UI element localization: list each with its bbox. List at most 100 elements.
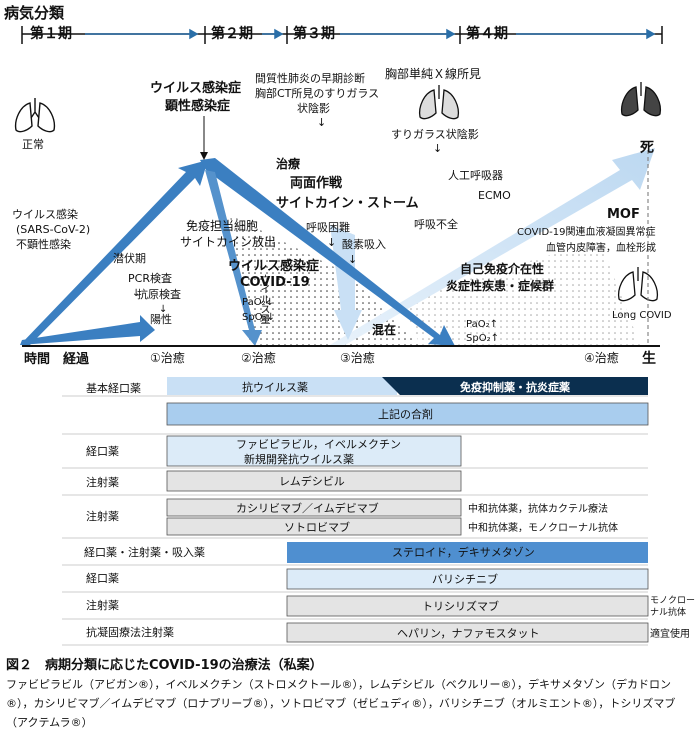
stage-arrows	[85, 28, 656, 40]
symptomatic-line2: 顕性感染症	[165, 98, 230, 114]
normal-label: 正常	[22, 138, 44, 151]
recovery-light-arrow	[330, 148, 655, 345]
stage-3-label: 第３期	[293, 25, 335, 42]
remdesivir-bar	[166, 470, 462, 492]
treat-line3: サイトカイン・ストーム	[276, 196, 419, 211]
tocilizumab-label: トリシリズマブ	[422, 599, 499, 613]
ggo-arrow: ↓	[433, 142, 442, 155]
stage-axis-title: 病気分類	[4, 4, 65, 22]
row8-category: 注射薬	[86, 598, 119, 612]
xray-label: 胸部単純Ｘ線所見	[385, 66, 481, 81]
combination-bar-label: 上記の合剤	[378, 407, 433, 421]
antigen-label: 抗原検査	[137, 287, 181, 301]
ecmo-label: ECMO	[478, 189, 511, 202]
mof-line2: 血管内皮障害，血栓形成	[546, 241, 656, 254]
baricitinib-bar	[286, 568, 649, 590]
immune-line1: 免疫担当細胞	[186, 218, 258, 233]
infection-arrow	[20, 160, 208, 345]
covid-line2: COVID-19	[240, 275, 310, 290]
autoimmune-line2: 炎症性疾患・症候群	[446, 278, 554, 293]
death-label: 死	[639, 140, 654, 156]
ct-line3: 状陰影	[297, 101, 330, 115]
casirivimab-label: カシリビマブ／イムデビマブ	[236, 501, 379, 515]
tocilizumab-note1: モノクロー	[650, 595, 695, 606]
oral-antiviral-bar	[166, 435, 462, 467]
treat-line2: 両面作戦	[290, 175, 343, 191]
oral-antiviral-label2: 新規開発抗ウイルス薬	[244, 452, 354, 466]
heparin-note: 適宜使用	[650, 627, 690, 640]
cure-point-3: ③治癒	[340, 350, 375, 365]
heparin-bar	[286, 622, 649, 643]
oxygen-label: 酸素吸入	[342, 237, 386, 251]
remdesivir-label: レムデシビル	[279, 474, 345, 488]
symptomatic-line1: ウイルス感染症	[150, 80, 241, 96]
infection-line1: ウイルス感染	[12, 207, 78, 221]
row6-category: 経口薬・注射薬・吸入薬	[84, 545, 205, 559]
long-covid-label: Long COVID	[612, 310, 672, 321]
ggo-label: すりガラス状陰影	[391, 127, 479, 141]
mild-arrow	[205, 170, 262, 346]
figure-caption-text: ファビピラビル（アビガン®），イベルメクチン（ストロメクトール®），レムデシビル…	[6, 678, 676, 729]
severe-arrow	[200, 158, 455, 346]
pcr-arrow: ↓	[132, 288, 140, 299]
incubation-label: 潜伏期	[113, 251, 146, 265]
row9-category: 抗凝固療法注射薬	[86, 625, 174, 639]
time-course-label: 時間 経過	[24, 351, 90, 367]
asymptomatic-arrow	[20, 315, 155, 345]
steroid-label: ステロイド，デキサメタゾン	[392, 545, 535, 559]
stage-1-label: 第１期	[30, 25, 72, 42]
spo2-up: SpO₂↑	[466, 333, 499, 344]
pao2-down: PaO₂↓	[242, 297, 274, 308]
figure-caption-title: 図２ 病期分類に応じたCOVID-19の治療法（私案）	[6, 658, 323, 673]
infection-line2: (SARS-CoV-2)	[16, 223, 90, 236]
ct-arrow: ↓	[317, 116, 326, 129]
dotted-region	[230, 215, 420, 345]
row3-category: 経口薬	[86, 445, 119, 458]
mof-label: MOF	[607, 207, 640, 222]
baricitinib-label: バリシチニブ	[432, 572, 498, 586]
sotrovimab-bar	[166, 517, 462, 536]
sotrovimab-note: 中和抗体薬，モノクローナル抗体	[468, 521, 618, 534]
long-covid-lung-icon	[617, 267, 659, 302]
dyspnea-arrow: ↓	[327, 236, 336, 249]
resp-failure-label: 呼吸不全	[414, 217, 458, 231]
tocilizumab-note2: ナル抗体	[650, 606, 686, 618]
immuno-bar-label: 免疫抑制薬・抗炎症薬	[460, 380, 571, 394]
normal-lung-icon	[14, 98, 56, 133]
antigen-arrow: ↓	[159, 304, 167, 315]
antiviral-bar	[167, 377, 397, 395]
therapy-table	[62, 395, 648, 646]
pao2-up: PaO₂↑	[466, 319, 498, 330]
dyspnea-label: 呼吸困難	[306, 221, 350, 234]
autoimmune-dotted-region	[400, 240, 640, 345]
stage-ticks	[21, 26, 663, 44]
oral-antiviral-label1: ファビピラビル，イベルメクチン	[236, 438, 401, 451]
casirivimab-bar	[166, 498, 462, 517]
oxygen-arrow: ↓	[348, 253, 357, 266]
row7-category: 経口薬	[86, 572, 119, 585]
cure-point-4: ④治癒	[584, 350, 619, 365]
casirivimab-note: 中和抗体薬，抗体カクテル療法	[468, 502, 608, 515]
row1-category: 基本経口薬	[86, 381, 141, 395]
row5-category: 注射薬	[86, 509, 119, 523]
infection-line3: 不顕性感染	[16, 237, 71, 251]
mixed-light-arrow	[330, 225, 362, 340]
row4-category: 注射薬	[86, 475, 119, 489]
ct-line1: 間質性肺炎の早期診断	[255, 71, 365, 85]
stage-4-label: 第４期	[466, 25, 508, 42]
steroid-bar	[287, 542, 648, 563]
symptomatic-pointer-head	[200, 152, 208, 160]
heparin-label: ヘパリン，ナファモスタット	[397, 627, 539, 640]
ventilator-label: 人工呼吸器	[448, 169, 503, 182]
positive-label: 陽性	[150, 312, 172, 326]
autoimmune-line1: 自己免疫介在性	[460, 261, 544, 276]
ct-line2: 胸部CT所見のすりガラス	[255, 86, 379, 100]
spo2-down: SpO₂↓	[242, 312, 275, 323]
tocilizumab-bar	[286, 595, 649, 617]
covid-line1: ウイルス感染症	[228, 258, 319, 274]
sotrovimab-label: ソトロビマブ	[284, 520, 350, 534]
covid-stage-diagram: 病気分類 第１期 第２期 第３期 第４期 正常	[4, 4, 695, 646]
mof-line1: COVID-19関連血液凝固異常症	[517, 225, 656, 238]
combination-bar	[166, 402, 649, 426]
cure-point-1: ①治癒	[150, 350, 185, 365]
